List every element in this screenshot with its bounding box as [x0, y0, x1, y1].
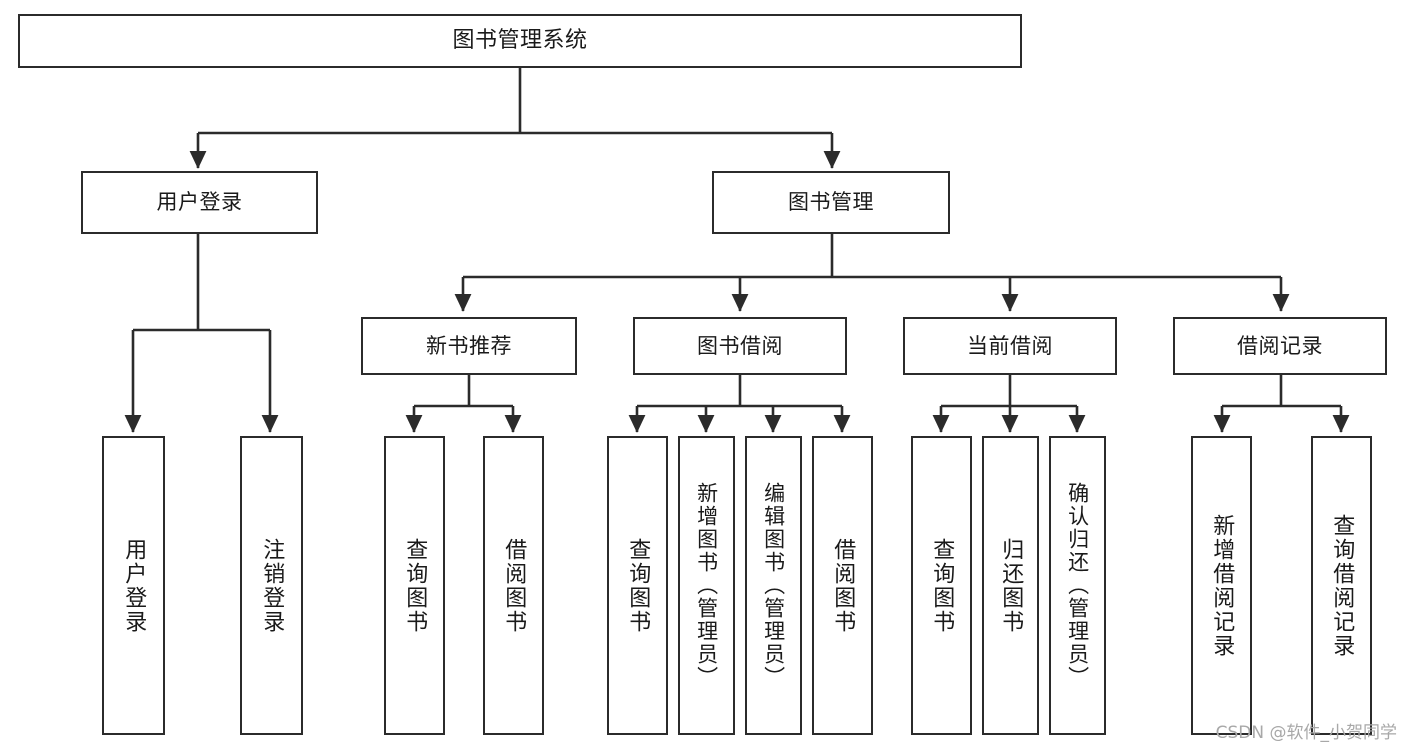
node-root-label: 图书管理系统 [452, 28, 588, 54]
node-book-borrow[interactable]: 图书借阅 [633, 317, 847, 375]
node-current-borrow-label: 当前借阅 [967, 333, 1053, 358]
leaf-borrow-borrow-book-label: 借阅图书 [830, 537, 856, 634]
leaf-borrow-query-book-label: 查询图书 [625, 537, 651, 634]
node-new-book-recommend-label: 新书推荐 [426, 333, 512, 358]
leaf-records-add-record[interactable]: 新增借阅记录 [1191, 436, 1252, 735]
node-current-borrow[interactable]: 当前借阅 [903, 317, 1117, 375]
node-book-management-label: 图书管理 [788, 190, 874, 215]
node-book-borrow-label: 图书借阅 [697, 333, 783, 358]
leaf-user-login-signout[interactable]: 注销登录 [240, 436, 303, 735]
node-new-book-recommend[interactable]: 新书推荐 [361, 317, 577, 375]
leaf-borrow-query-book[interactable]: 查询图书 [607, 436, 668, 735]
node-book-management[interactable]: 图书管理 [712, 171, 950, 234]
leaf-current-query-book-label: 查询图书 [929, 537, 955, 634]
leaf-current-query-book[interactable]: 查询图书 [911, 436, 972, 735]
leaf-records-query-record-label: 查询借阅记录 [1329, 513, 1355, 658]
node-user-login[interactable]: 用户登录 [81, 171, 318, 234]
node-root[interactable]: 图书管理系统 [18, 14, 1022, 68]
leaf-current-confirm-return-admin-label: 确认归还（管理员） [1065, 482, 1090, 689]
leaf-user-login-signin[interactable]: 用户登录 [102, 436, 165, 735]
leaf-new-book-borrow[interactable]: 借阅图书 [483, 436, 544, 735]
leaf-current-confirm-return-admin[interactable]: 确认归还（管理员） [1049, 436, 1106, 735]
leaf-current-return-book-label: 归还图书 [998, 537, 1024, 634]
leaf-new-book-query-label: 查询图书 [402, 537, 428, 634]
node-user-login-label: 用户登录 [156, 190, 243, 215]
leaf-borrow-edit-book-admin-label: 编辑图书（管理员） [761, 482, 786, 689]
leaf-borrow-borrow-book[interactable]: 借阅图书 [812, 436, 873, 735]
leaf-current-return-book[interactable]: 归还图书 [982, 436, 1039, 735]
leaf-new-book-borrow-label: 借阅图书 [501, 537, 527, 634]
leaf-records-add-record-label: 新增借阅记录 [1209, 513, 1235, 658]
csdn-watermark: CSDN @软件_小贺同学 [1215, 723, 1397, 743]
leaf-new-book-query[interactable]: 查询图书 [384, 436, 445, 735]
leaf-records-query-record[interactable]: 查询借阅记录 [1311, 436, 1372, 735]
leaf-user-login-signin-label: 用户登录 [121, 537, 147, 634]
leaf-borrow-add-book-admin-label: 新增图书（管理员） [694, 482, 719, 689]
node-borrow-records-label: 借阅记录 [1237, 333, 1323, 358]
leaf-borrow-add-book-admin[interactable]: 新增图书（管理员） [678, 436, 735, 735]
node-borrow-records[interactable]: 借阅记录 [1173, 317, 1387, 375]
leaf-user-login-signout-label: 注销登录 [259, 537, 285, 634]
leaf-borrow-edit-book-admin[interactable]: 编辑图书（管理员） [745, 436, 802, 735]
